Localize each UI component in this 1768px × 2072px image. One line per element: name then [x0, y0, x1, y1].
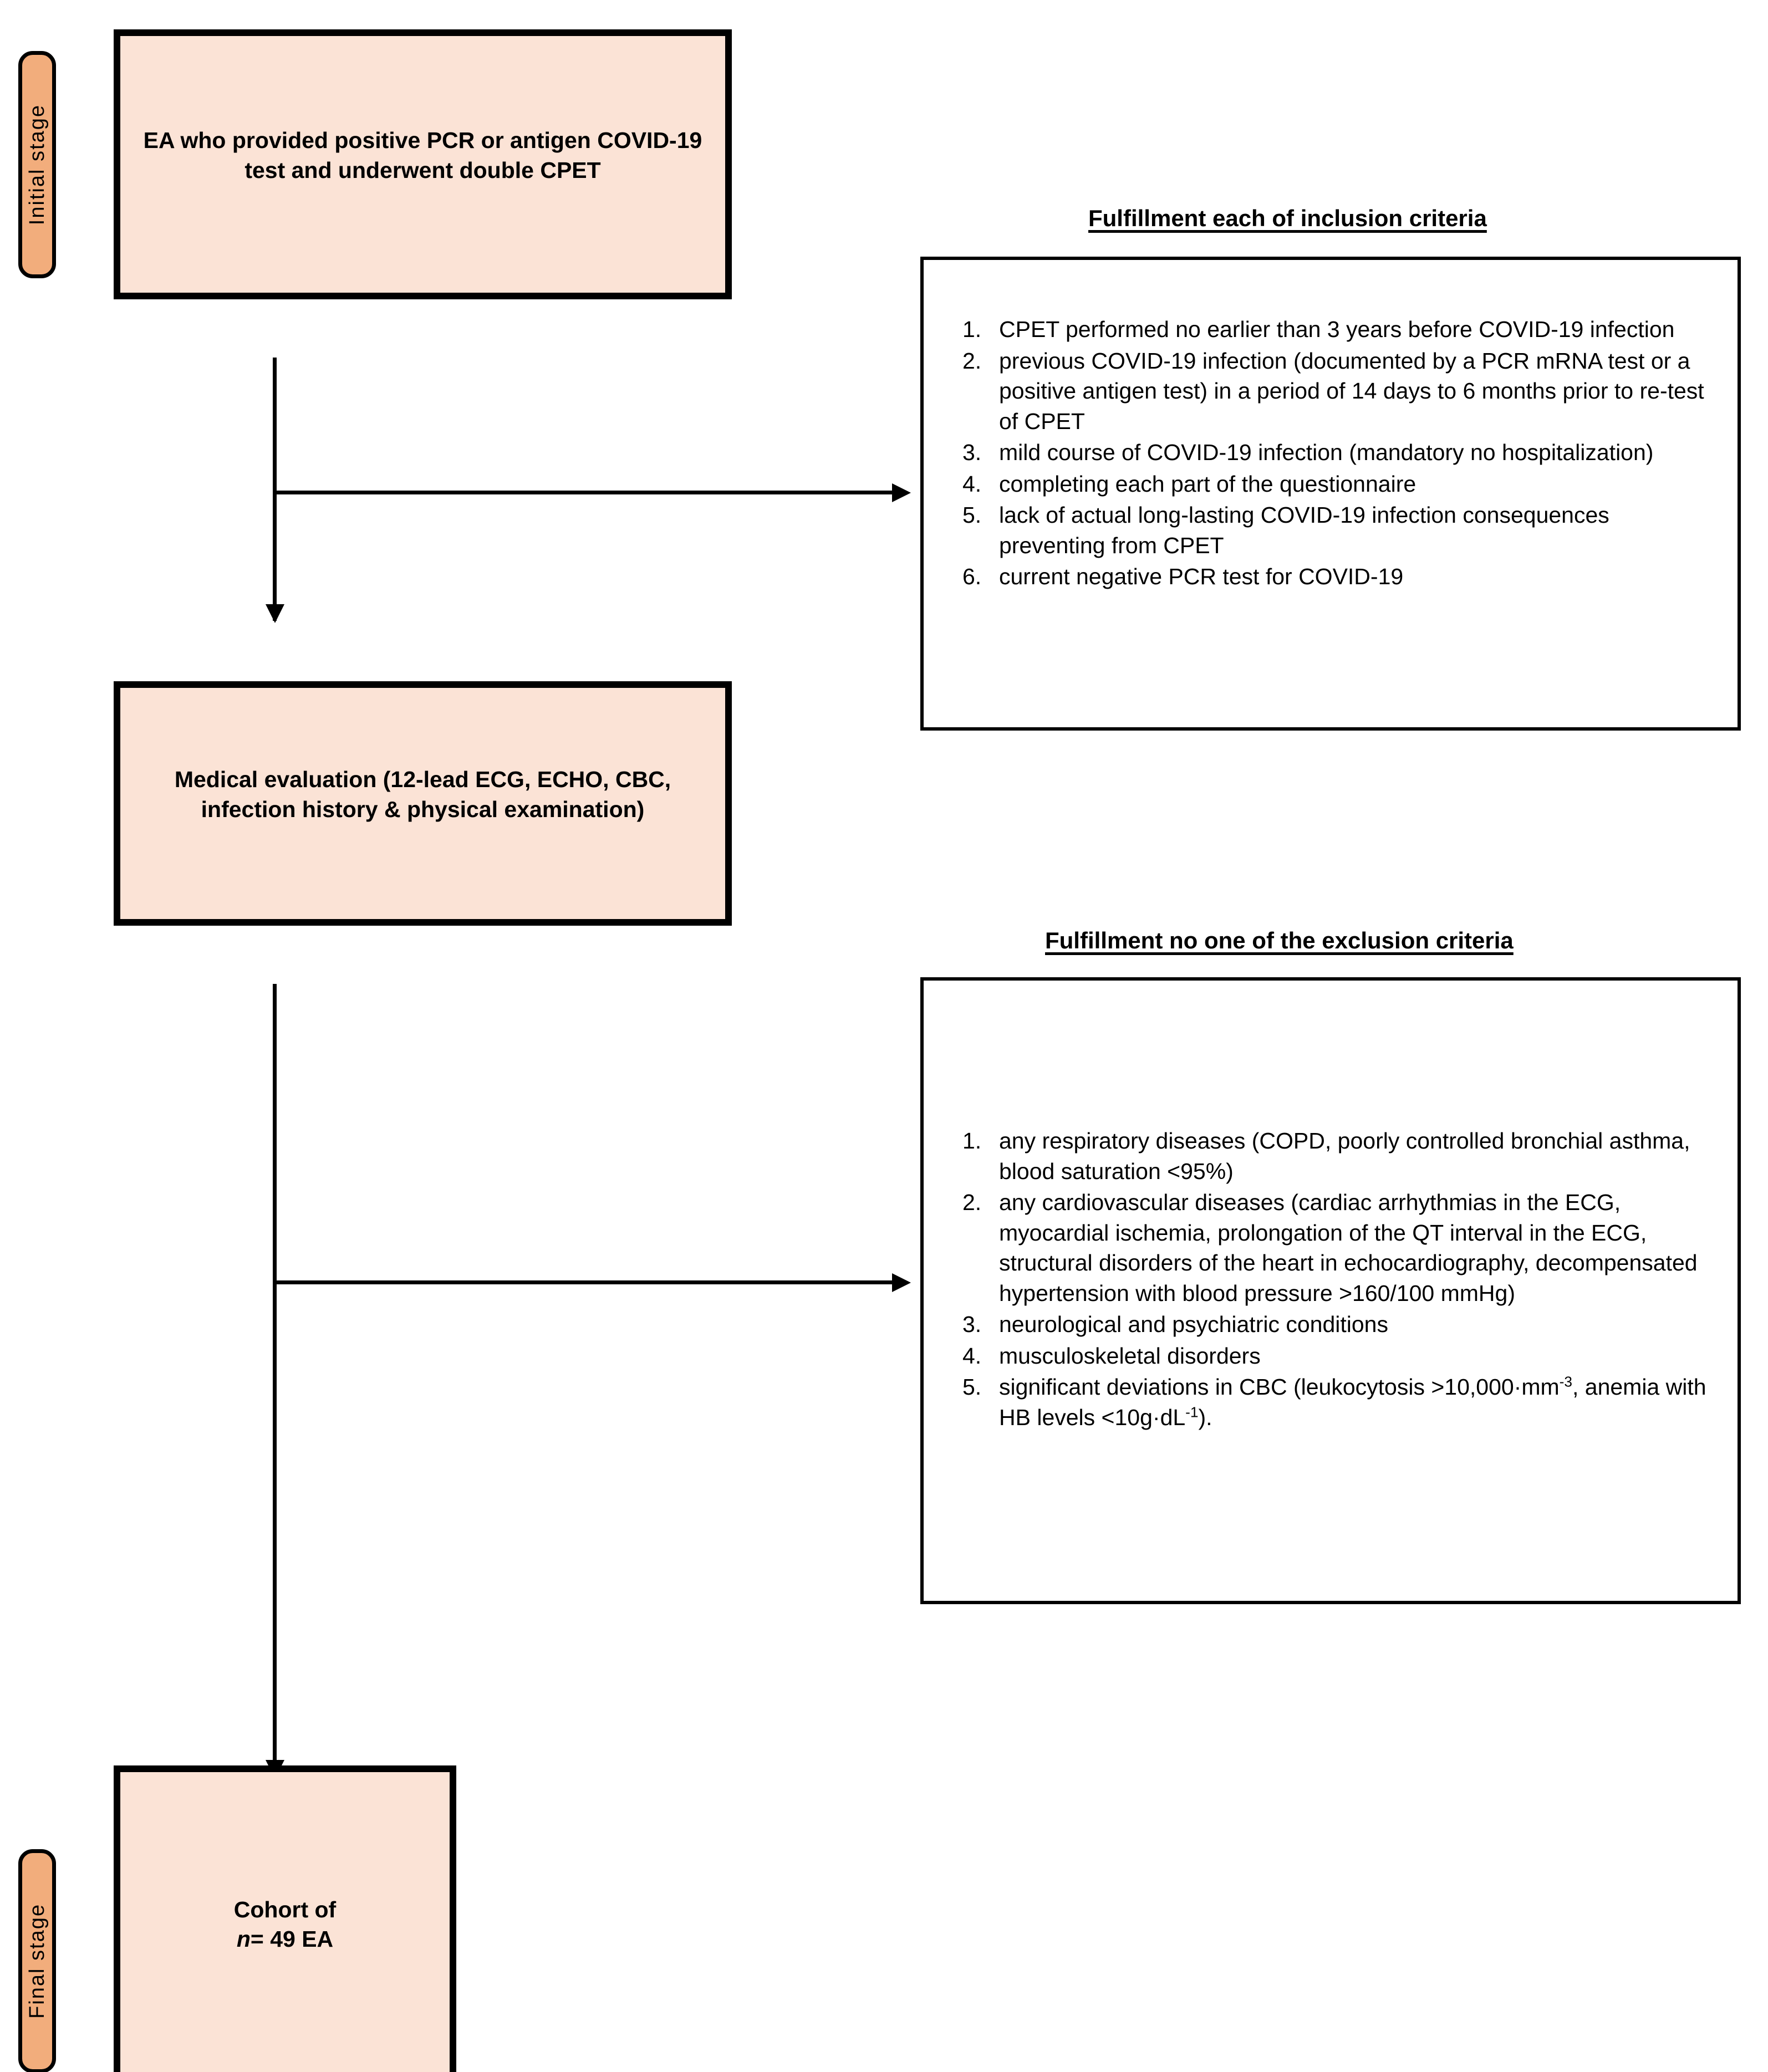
list-item-text: any cardiovascular diseases (cardiac arr…	[999, 1190, 1698, 1306]
list-item-text: lack of actual long-lasting COVID-19 inf…	[999, 502, 1609, 558]
list-item-text: current negative PCR test for COVID-19	[999, 564, 1404, 590]
list-item-text: any respiratory diseases (COPD, poorly c…	[999, 1128, 1690, 1184]
arrow-right-icon	[892, 1273, 911, 1292]
exclusion-criteria-heading: Fulfillment no one of the exclusion crit…	[1045, 927, 1514, 953]
list-item-text: completing each part of the questionnair…	[999, 471, 1417, 497]
final-cohort-n-symbol: n	[236, 1926, 251, 1952]
process-box-final-text: Cohort of n= 49 EA	[221, 1895, 349, 1954]
inclusion-criteria-heading: Fulfillment each of inclusion criteria	[1088, 205, 1487, 231]
list-item-number: 3.	[962, 1311, 982, 1338]
list-item-number: 2.	[962, 1190, 982, 1216]
stage-tab-initial-label: Initial stage	[26, 104, 49, 226]
list-item-text: musculoskeletal disorders	[999, 1343, 1261, 1369]
list-item-text: mild course of COVID-19 infection (manda…	[999, 440, 1654, 466]
list-item-number: 5.	[962, 1374, 982, 1400]
list-item: 2. previous COVID-19 infection (document…	[962, 346, 1708, 437]
list-item: 1. CPET performed no earlier than 3 year…	[962, 314, 1708, 345]
list-item: 3. neurological and psychiatric conditio…	[962, 1309, 1708, 1340]
list-item: 5. significant deviations in CBC (leukoc…	[962, 1372, 1708, 1432]
list-item-number: 3.	[962, 440, 982, 466]
list-item-text: significant deviations in CBC (leukocyto…	[999, 1374, 1706, 1430]
list-item: 2. any cardiovascular diseases (cardiac …	[962, 1187, 1708, 1308]
list-item-text: CPET performed no earlier than 3 years b…	[999, 317, 1675, 342]
inclusion-criteria-list: 1. CPET performed no earlier than 3 year…	[924, 260, 1738, 592]
stage-tab-final-label: Final stage	[26, 1903, 49, 2019]
list-item: 4. musculoskeletal disorders	[962, 1341, 1708, 1371]
list-item-number: 4.	[962, 1343, 982, 1369]
list-item: 5. lack of actual long-lasting COVID-19 …	[962, 500, 1708, 560]
connector-horizontal-line-inclusion	[273, 491, 896, 494]
stage-tab-final: Final stage	[18, 1849, 56, 2072]
exclusion-item5-sup1: -3	[1559, 1373, 1572, 1390]
list-item-number: 4.	[962, 471, 982, 497]
arrow-right-icon	[892, 483, 911, 502]
list-item-number: 5.	[962, 502, 982, 528]
list-item: 1. any respiratory diseases (COPD, poorl…	[962, 1126, 1708, 1186]
stage-tab-initial: Initial stage	[18, 51, 56, 278]
arrow-down-icon	[266, 604, 284, 623]
exclusion-item5-part-a: significant deviations in CBC (leukocyto…	[999, 1374, 1560, 1400]
process-box-medical-text: Medical evaluation (12-lead ECG, ECHO, C…	[174, 767, 671, 822]
list-item-number: 1.	[962, 317, 982, 342]
connector-vertical-line	[273, 984, 277, 1777]
list-item: 6. current negative PCR test for COVID-1…	[962, 562, 1708, 592]
list-item-number: 1.	[962, 1128, 982, 1154]
process-box-initial-text: EA who provided positive PCR or antigen …	[143, 127, 702, 183]
process-box-initial-cohort: EA who provided positive PCR or antigen …	[114, 29, 732, 299]
inclusion-criteria-panel: 1. CPET performed no earlier than 3 year…	[920, 257, 1741, 731]
exclusion-item5-sup2: -1	[1185, 1403, 1199, 1420]
exclusion-item5-part-c: ).	[1198, 1404, 1212, 1430]
exclusion-item5-part-b: , anemia with HB levels <10g·dL	[999, 1374, 1706, 1430]
list-item-text: previous COVID-19 infection (documented …	[999, 348, 1704, 434]
list-item-number: 2.	[962, 348, 982, 374]
exclusion-criteria-panel: 1. any respiratory diseases (COPD, poorl…	[920, 977, 1741, 1604]
process-box-final-cohort: Cohort of n= 49 EA	[114, 1765, 456, 2072]
connector-vertical-line	[273, 358, 277, 621]
process-box-medical-evaluation: Medical evaluation (12-lead ECG, ECHO, C…	[114, 681, 732, 926]
list-item-number: 6.	[962, 564, 982, 590]
list-item: 4. completing each part of the questionn…	[962, 469, 1708, 499]
exclusion-criteria-list: 1. any respiratory diseases (COPD, poorl…	[924, 981, 1738, 1432]
final-cohort-count: = 49 EA	[250, 1926, 334, 1952]
list-item-text: neurological and psychiatric conditions	[999, 1311, 1388, 1338]
final-cohort-line1: Cohort of	[233, 1896, 337, 1922]
list-item: 3. mild course of COVID-19 infection (ma…	[962, 437, 1708, 468]
connector-horizontal-line-exclusion	[273, 1280, 896, 1284]
